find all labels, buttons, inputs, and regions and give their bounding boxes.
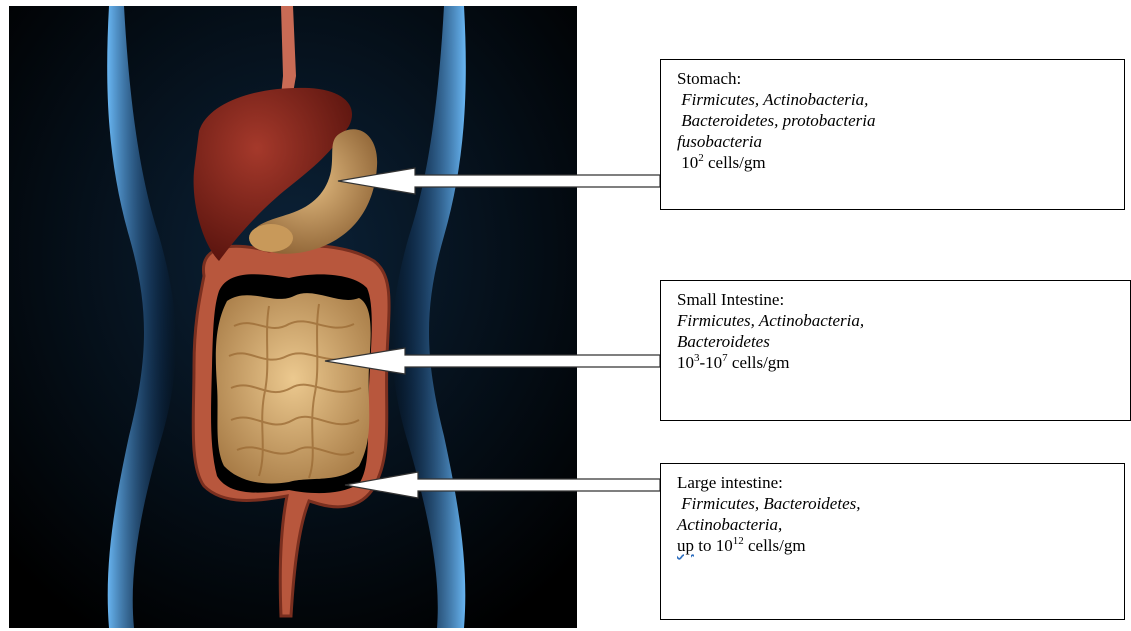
small-intestine-cell-count: 103-107 cells/gm — [677, 352, 1120, 373]
stomach-label-box: Stomach: Firmicutes, Actinobacteria, Bac… — [660, 59, 1125, 210]
stomach-taxa-line-2: Bacteroidetes, protobacteria — [677, 110, 1114, 131]
stomach-cell-count: 102 cells/gm — [677, 152, 1114, 173]
large-intestine-taxa-line-1: Firmicutes, Bacteroidetes, — [677, 493, 1114, 514]
small-intestine-title: Small Intestine: — [677, 289, 1120, 310]
large-intestine-taxa-line-2: Actinobacteria, — [677, 514, 1114, 535]
large-intestine-title: Large intestine: — [677, 472, 1114, 493]
stomach-taxa-line-1: Firmicutes, Actinobacteria, — [677, 89, 1114, 110]
large-intestine-cell-count: up to 1012 cells/gm — [677, 535, 1114, 556]
small-intestine-taxa-line-1: Firmicutes, Actinobacteria, — [677, 310, 1120, 331]
small-intestine-label-box: Small Intestine: Firmicutes, Actinobacte… — [660, 280, 1131, 421]
stomach-taxa-line-3: fusobacteria — [677, 131, 1114, 152]
arrow-stomach — [338, 168, 660, 194]
large-intestine-label-box: Large intestine: Firmicutes, Bacteroidet… — [660, 463, 1125, 620]
small-intestine-taxa-line-2: Bacteroidetes — [677, 331, 1120, 352]
arrow-small-intestine — [325, 348, 660, 374]
stomach-title: Stomach: — [677, 68, 1114, 89]
arrow-large-intestine — [345, 472, 660, 498]
